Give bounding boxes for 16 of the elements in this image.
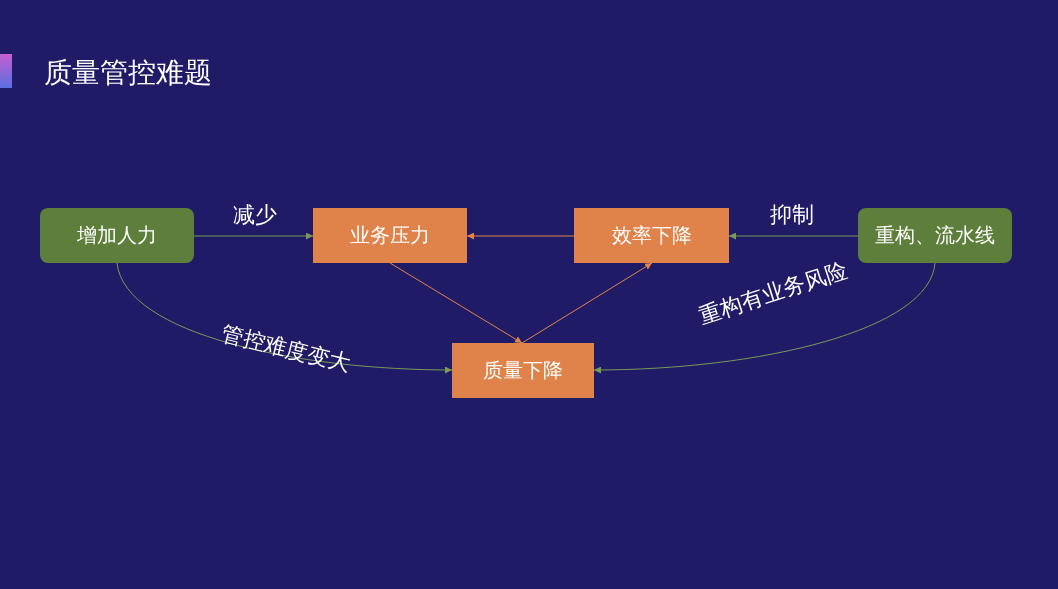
arrow [193, 232, 314, 240]
problem-box: 效率下降 [574, 208, 729, 263]
arrow [116, 262, 453, 374]
arrow [728, 232, 859, 240]
problem-box: 业务压力 [313, 208, 467, 263]
arrow [389, 262, 523, 344]
slide-title: 质量管控难题 [44, 55, 212, 91]
arrow [593, 262, 936, 374]
arrow [521, 262, 653, 344]
edge-label: 管控难度变大 [218, 319, 354, 379]
arrow [466, 232, 575, 240]
action-box: 重构、流水线 [858, 208, 1012, 263]
edge-label: 减少 [233, 201, 277, 229]
edge-label: 抑制 [770, 201, 814, 229]
action-box: 增加人力 [40, 208, 194, 263]
problem-box: 质量下降 [452, 343, 594, 398]
